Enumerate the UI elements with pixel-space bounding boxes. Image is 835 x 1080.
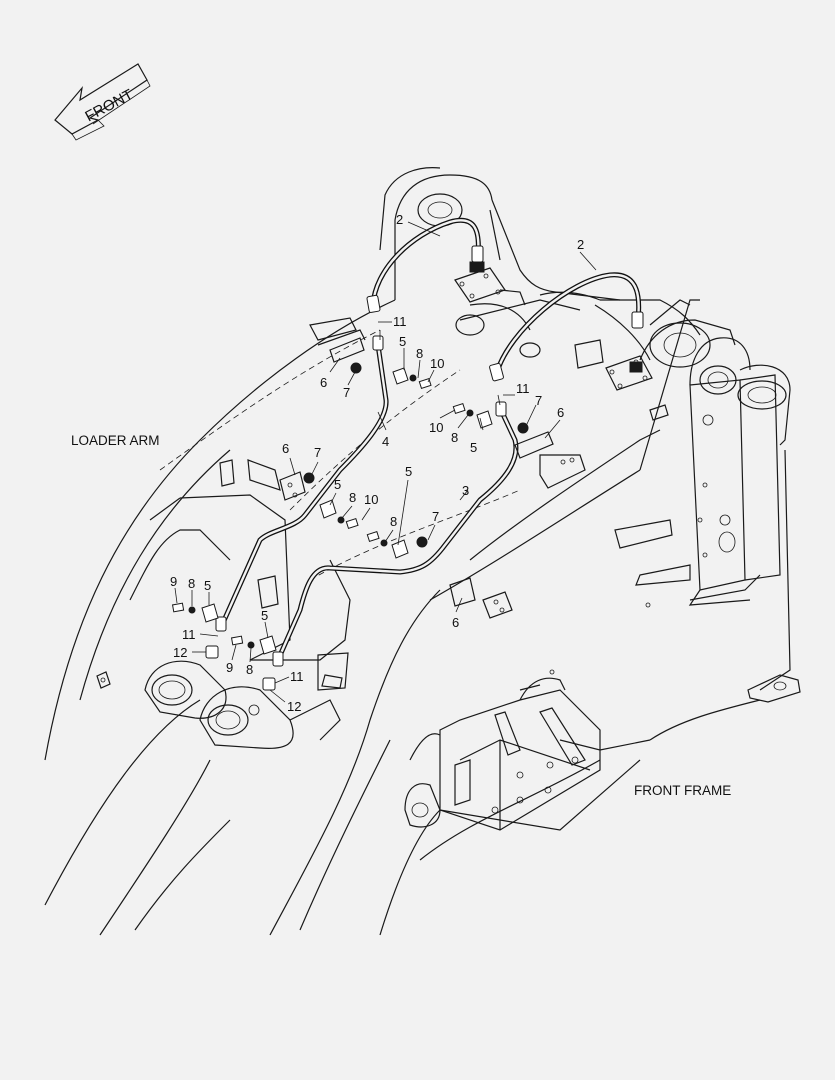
loader-arm-label: LOADER ARM [71,433,160,448]
callout-3: 3 [462,483,469,498]
callout-5: 5 [334,477,341,492]
leader-lines [174,221,597,703]
callout-12: 12 [287,699,301,714]
callout-6: 6 [452,615,459,630]
hose-right [489,272,644,382]
tube-3 [272,401,519,667]
callout-9: 9 [226,660,233,675]
callout-11: 11 [290,669,304,684]
front-arrow-label: FRONT [82,86,136,125]
callout-5: 5 [261,608,268,623]
callout-8: 8 [246,662,253,677]
callout-5: 5 [405,464,412,479]
callout-7: 7 [314,445,321,460]
callout-10: 10 [429,420,443,435]
callout-6: 6 [557,405,564,420]
callout-2-right: 2 [577,237,584,252]
hardware [171,329,586,691]
front-frame [379,299,801,936]
callout-11: 11 [516,381,530,396]
callout-11: 11 [182,627,196,642]
callout-12: 12 [173,645,187,660]
callout-2-left: 2 [396,212,403,227]
callout-8: 8 [451,430,458,445]
callout-7: 7 [535,393,542,408]
callout-8: 8 [416,346,423,361]
callout-4: 4 [382,434,389,449]
callout-8: 8 [188,576,195,591]
tube-4 [215,335,389,632]
callout-8: 8 [390,514,397,529]
callout-numbers: 2 2 11 5 8 10 6 7 11 7 6 10 8 5 4 6 7 3 … [170,212,584,714]
callout-5: 5 [204,578,211,593]
front-frame-label: FRONT FRAME [634,783,731,798]
callout-8: 8 [349,490,356,505]
loader-arm [44,167,621,936]
front-arrow: FRONT [54,63,151,141]
callout-7: 7 [432,509,439,524]
callout-6: 6 [282,441,289,456]
callout-5: 5 [399,334,406,349]
callout-9: 9 [170,574,177,589]
hose-left [366,217,485,313]
callout-10: 10 [430,356,444,371]
callout-11: 11 [393,314,407,329]
callout-10: 10 [364,492,378,507]
callout-7: 7 [343,385,350,400]
callout-6: 6 [320,375,327,390]
callout-5: 5 [470,440,477,455]
